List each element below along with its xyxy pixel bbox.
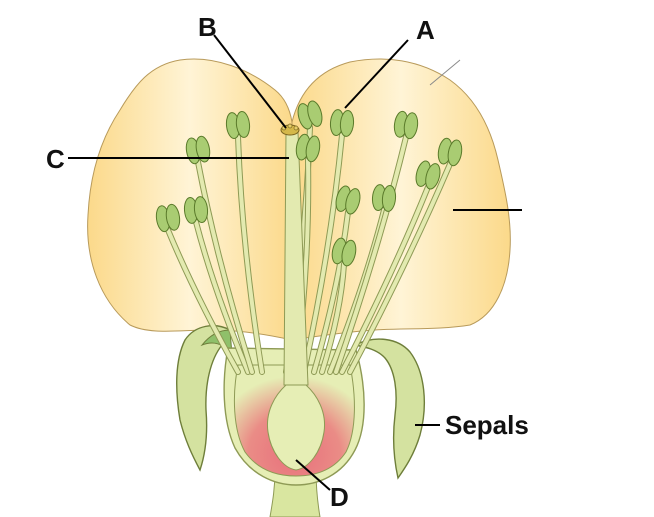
anther <box>393 110 419 140</box>
label-sepals: Sepals <box>445 410 529 440</box>
anther <box>437 137 463 167</box>
anther-lobe <box>235 111 251 138</box>
sepals <box>176 324 425 480</box>
anther-lobe <box>305 135 321 163</box>
anther <box>335 185 361 215</box>
leader-lines <box>68 34 522 491</box>
label-d: D <box>330 482 349 512</box>
anther-lobe <box>307 100 323 127</box>
petal-vein-line <box>429 59 461 86</box>
filament-fill <box>194 220 250 374</box>
filament-fill <box>166 228 240 374</box>
labels: A B C D Sepals <box>46 12 529 512</box>
filament-fill <box>236 135 264 374</box>
anther-lobe <box>381 184 397 212</box>
ovule-chamber <box>266 384 326 471</box>
anther-lobe <box>345 188 361 215</box>
filament-fill <box>320 262 346 374</box>
leader-line-a <box>344 39 409 109</box>
filament-fill <box>348 162 452 374</box>
anther-lobe <box>447 139 463 167</box>
anther <box>371 184 397 212</box>
anther-lobe <box>341 239 357 267</box>
filament-fill <box>334 135 408 374</box>
anther <box>295 133 321 163</box>
label-b: B <box>198 12 217 42</box>
right-petal <box>291 58 511 341</box>
label-c: C <box>46 144 65 174</box>
anther <box>183 196 209 224</box>
anther <box>331 237 357 267</box>
pistil <box>280 123 309 386</box>
label-a: A <box>416 15 435 45</box>
receptacle <box>223 347 365 517</box>
filament-fill <box>312 210 350 374</box>
anther <box>225 111 251 139</box>
filament-fill <box>302 133 344 374</box>
anther-lobe <box>339 109 355 137</box>
anthers <box>155 100 463 267</box>
anther-lobe <box>193 196 209 224</box>
anther-lobe <box>195 135 211 163</box>
anther-lobe <box>165 203 181 231</box>
filament-fill <box>196 160 254 374</box>
anther <box>155 203 181 233</box>
anther-lobe <box>403 112 419 140</box>
anther-lobe <box>425 163 441 190</box>
anther <box>329 109 355 137</box>
leader-line-b <box>213 34 287 129</box>
anther <box>415 160 441 190</box>
filament-fill <box>340 185 430 374</box>
leader-line-d <box>295 459 331 491</box>
right-sepal <box>352 338 425 480</box>
anther <box>297 100 323 130</box>
